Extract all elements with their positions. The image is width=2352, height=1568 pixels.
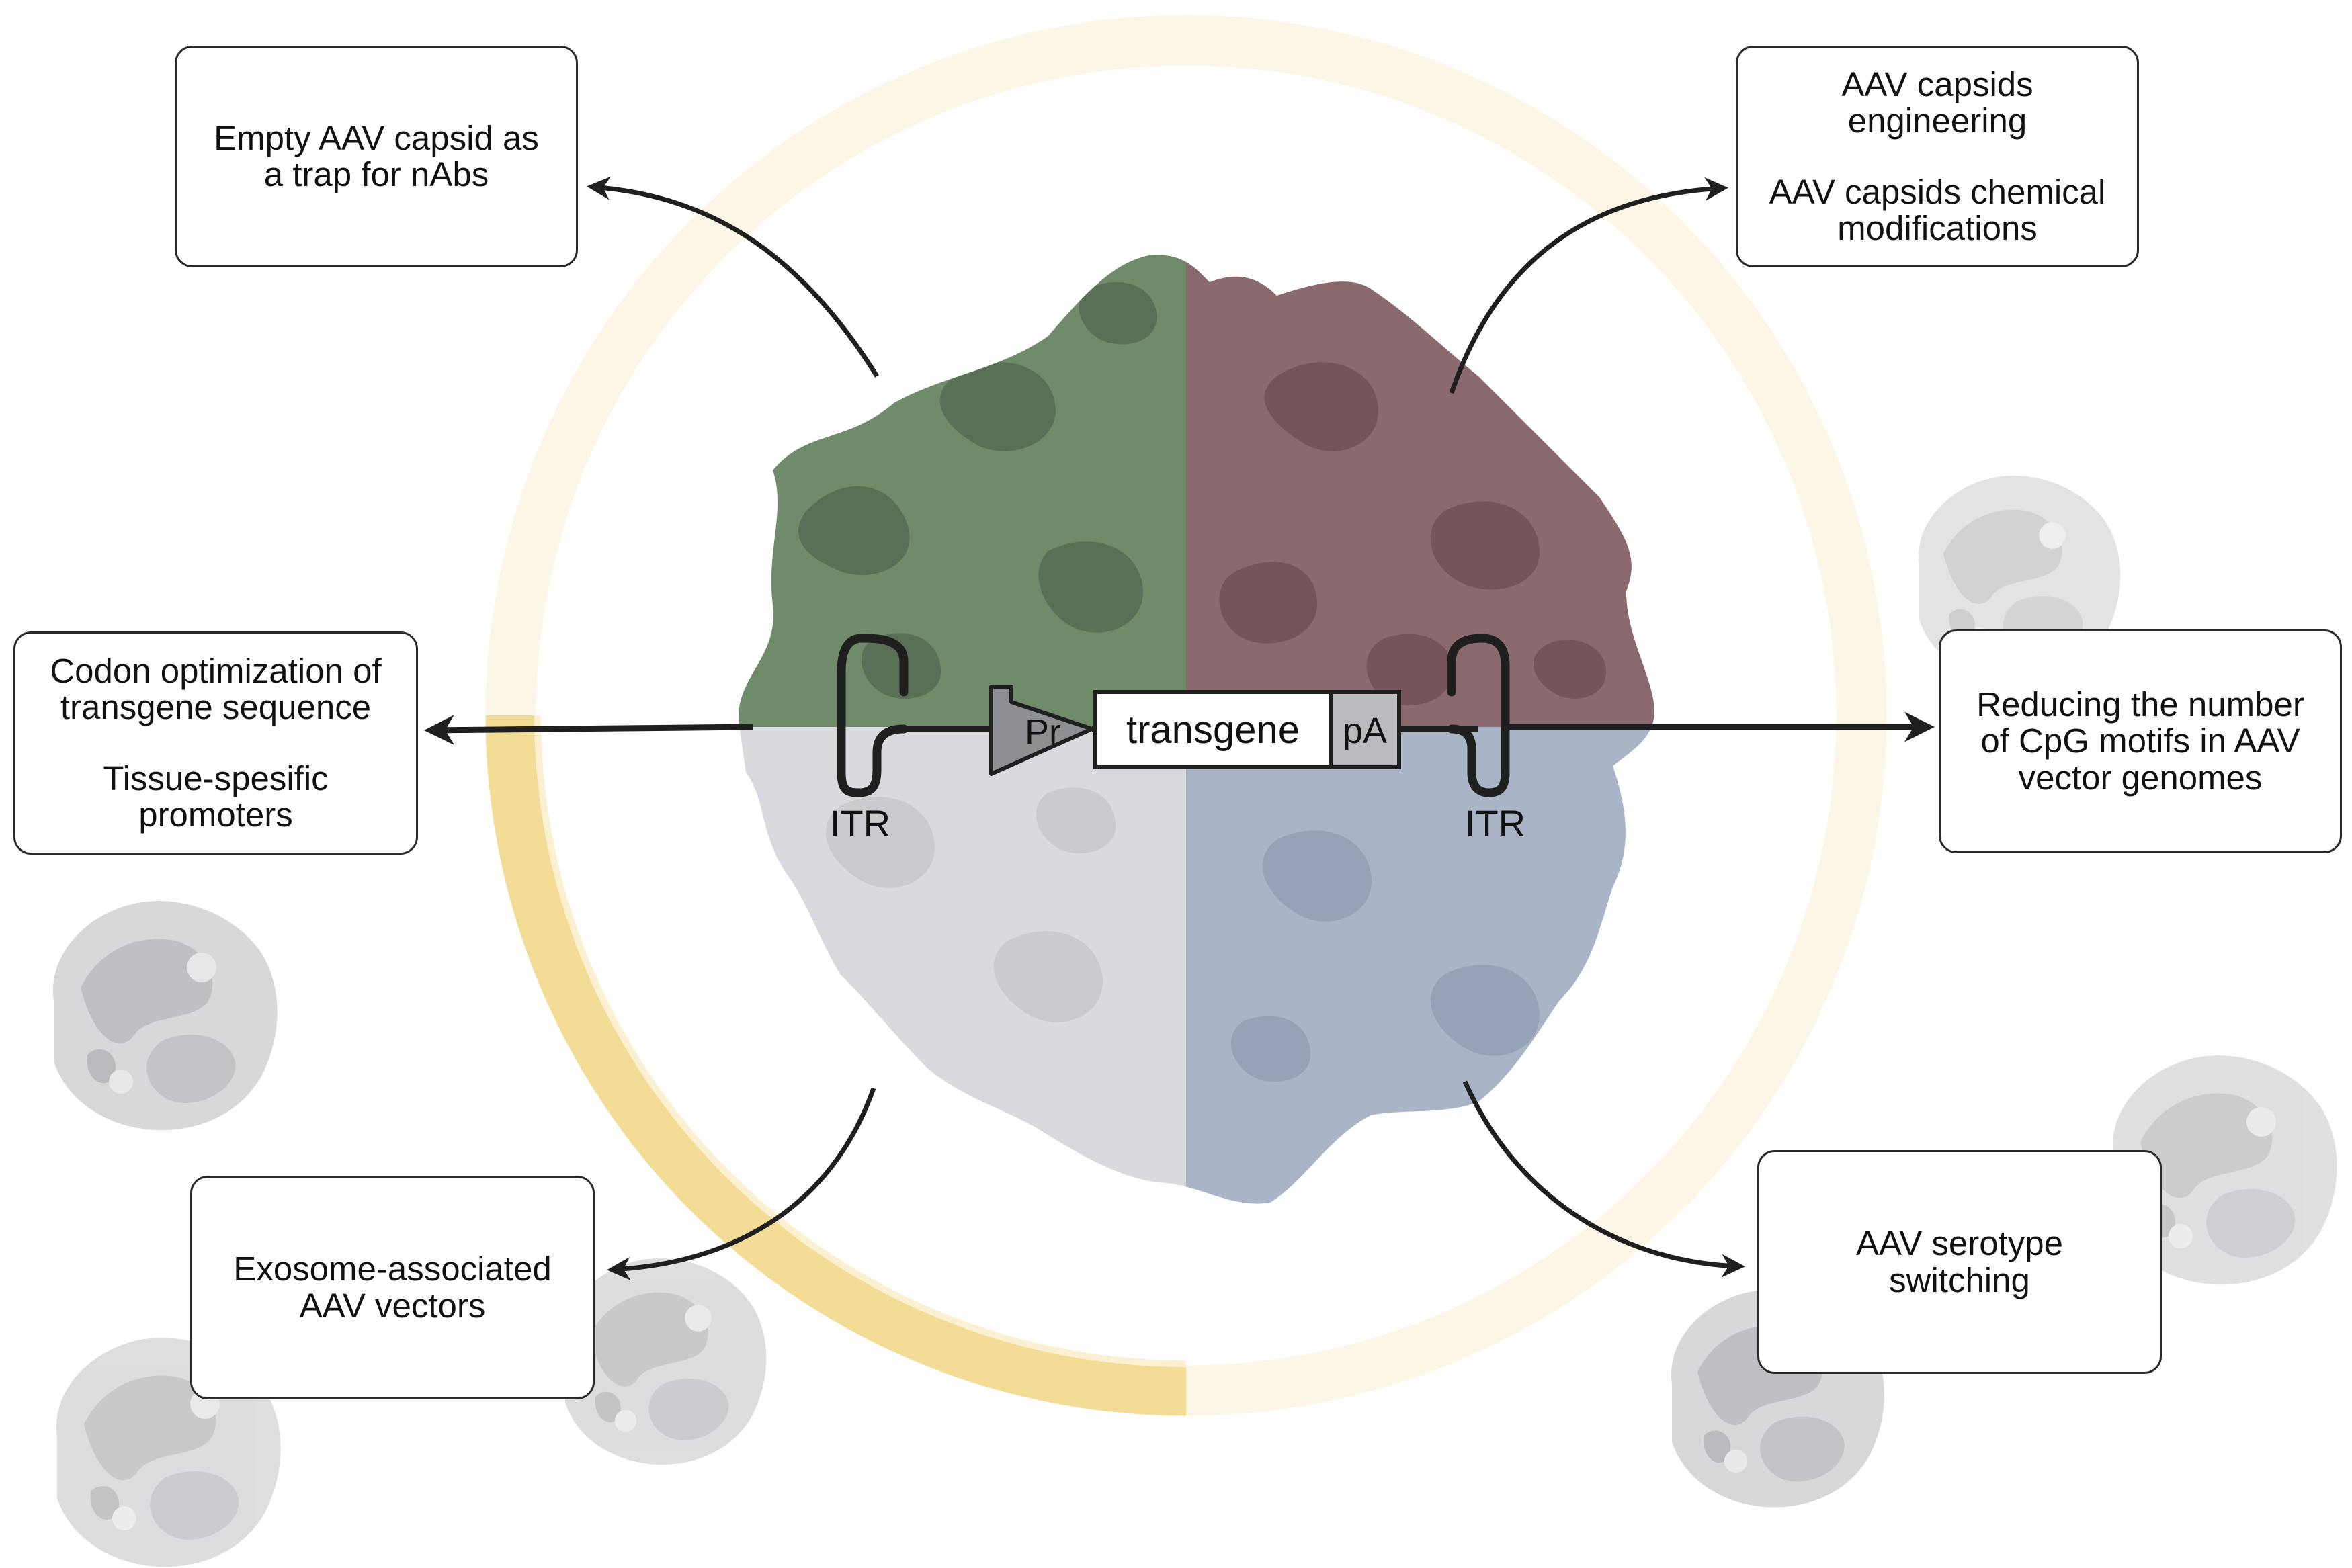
box-serotype-switching: AAV serotype switching (1757, 1150, 2162, 1374)
vector-genome-construct: Pr transgene pA ITR ITR (830, 634, 1525, 844)
transgene-label: transgene (1126, 708, 1300, 752)
box-empty-capsid-trap: Empty AAV capsid as a trap for nAbs (175, 46, 578, 267)
texture-bottom-left (825, 787, 1116, 1022)
promoter-arrow (989, 685, 1094, 776)
box-capsid-engineering-text: AAV capsids engineering (1841, 64, 2033, 140)
ring-highlight-inner-gap (534, 715, 1187, 1367)
box-serotype-switching-text: AAV serotype switching (1855, 1224, 2064, 1299)
box-empty-capsid-trap-text: Empty AAV capsid as a trap for nAbs (214, 118, 539, 193)
texture-top-left (798, 282, 1157, 699)
texture-top-right (1219, 362, 1606, 705)
background-virion-3 (564, 1258, 767, 1465)
ring-highlight-segment (485, 715, 1187, 1416)
background-virion-1 (52, 901, 278, 1131)
arrow-left-horizontal (424, 715, 753, 746)
box-capsid-engineering: AAV capsids engineering AAV capsids chem… (1736, 46, 2139, 267)
arrow-bottom-left-curve (607, 1087, 876, 1280)
box-cpg-reduction: Reducing the number of CpG motifs in AAV… (1939, 629, 2342, 853)
arrow-top-right-curve (1449, 177, 1728, 394)
texture-bottom-right (1230, 830, 1540, 1082)
itr-right-label: ITR (1465, 802, 1525, 844)
box-codon-optimization-text: Codon optimization of transgene sequence (50, 651, 382, 726)
promoter-label: Pr (1025, 712, 1061, 752)
box-cpg-reduction-text: Reducing the number of CpG motifs in AAV… (1976, 685, 2304, 797)
polya-box (1329, 690, 1401, 769)
box-tissue-promoters-text: Tissue-spesific promoters (103, 759, 329, 834)
arrow-top-left-curve (587, 176, 879, 378)
itr-left-label: ITR (830, 802, 890, 844)
itr-right-hairpin (1447, 634, 1510, 797)
box-capsid-chemical-text: AAV capsids chemical modifications (1769, 173, 2106, 248)
box-exosome-vectors: Exosome-associated AAV vectors (190, 1176, 595, 1399)
itr-left-hairpin (837, 634, 909, 797)
box-codon-optimization: Codon optimization of transgene sequence… (13, 631, 418, 855)
box-exosome-vectors-text: Exosome-associated AAV vectors (233, 1250, 552, 1325)
arrow-bottom-right-curve (1462, 1080, 1745, 1278)
polya-label: pA (1343, 711, 1387, 751)
transgene-box (1093, 690, 1333, 769)
